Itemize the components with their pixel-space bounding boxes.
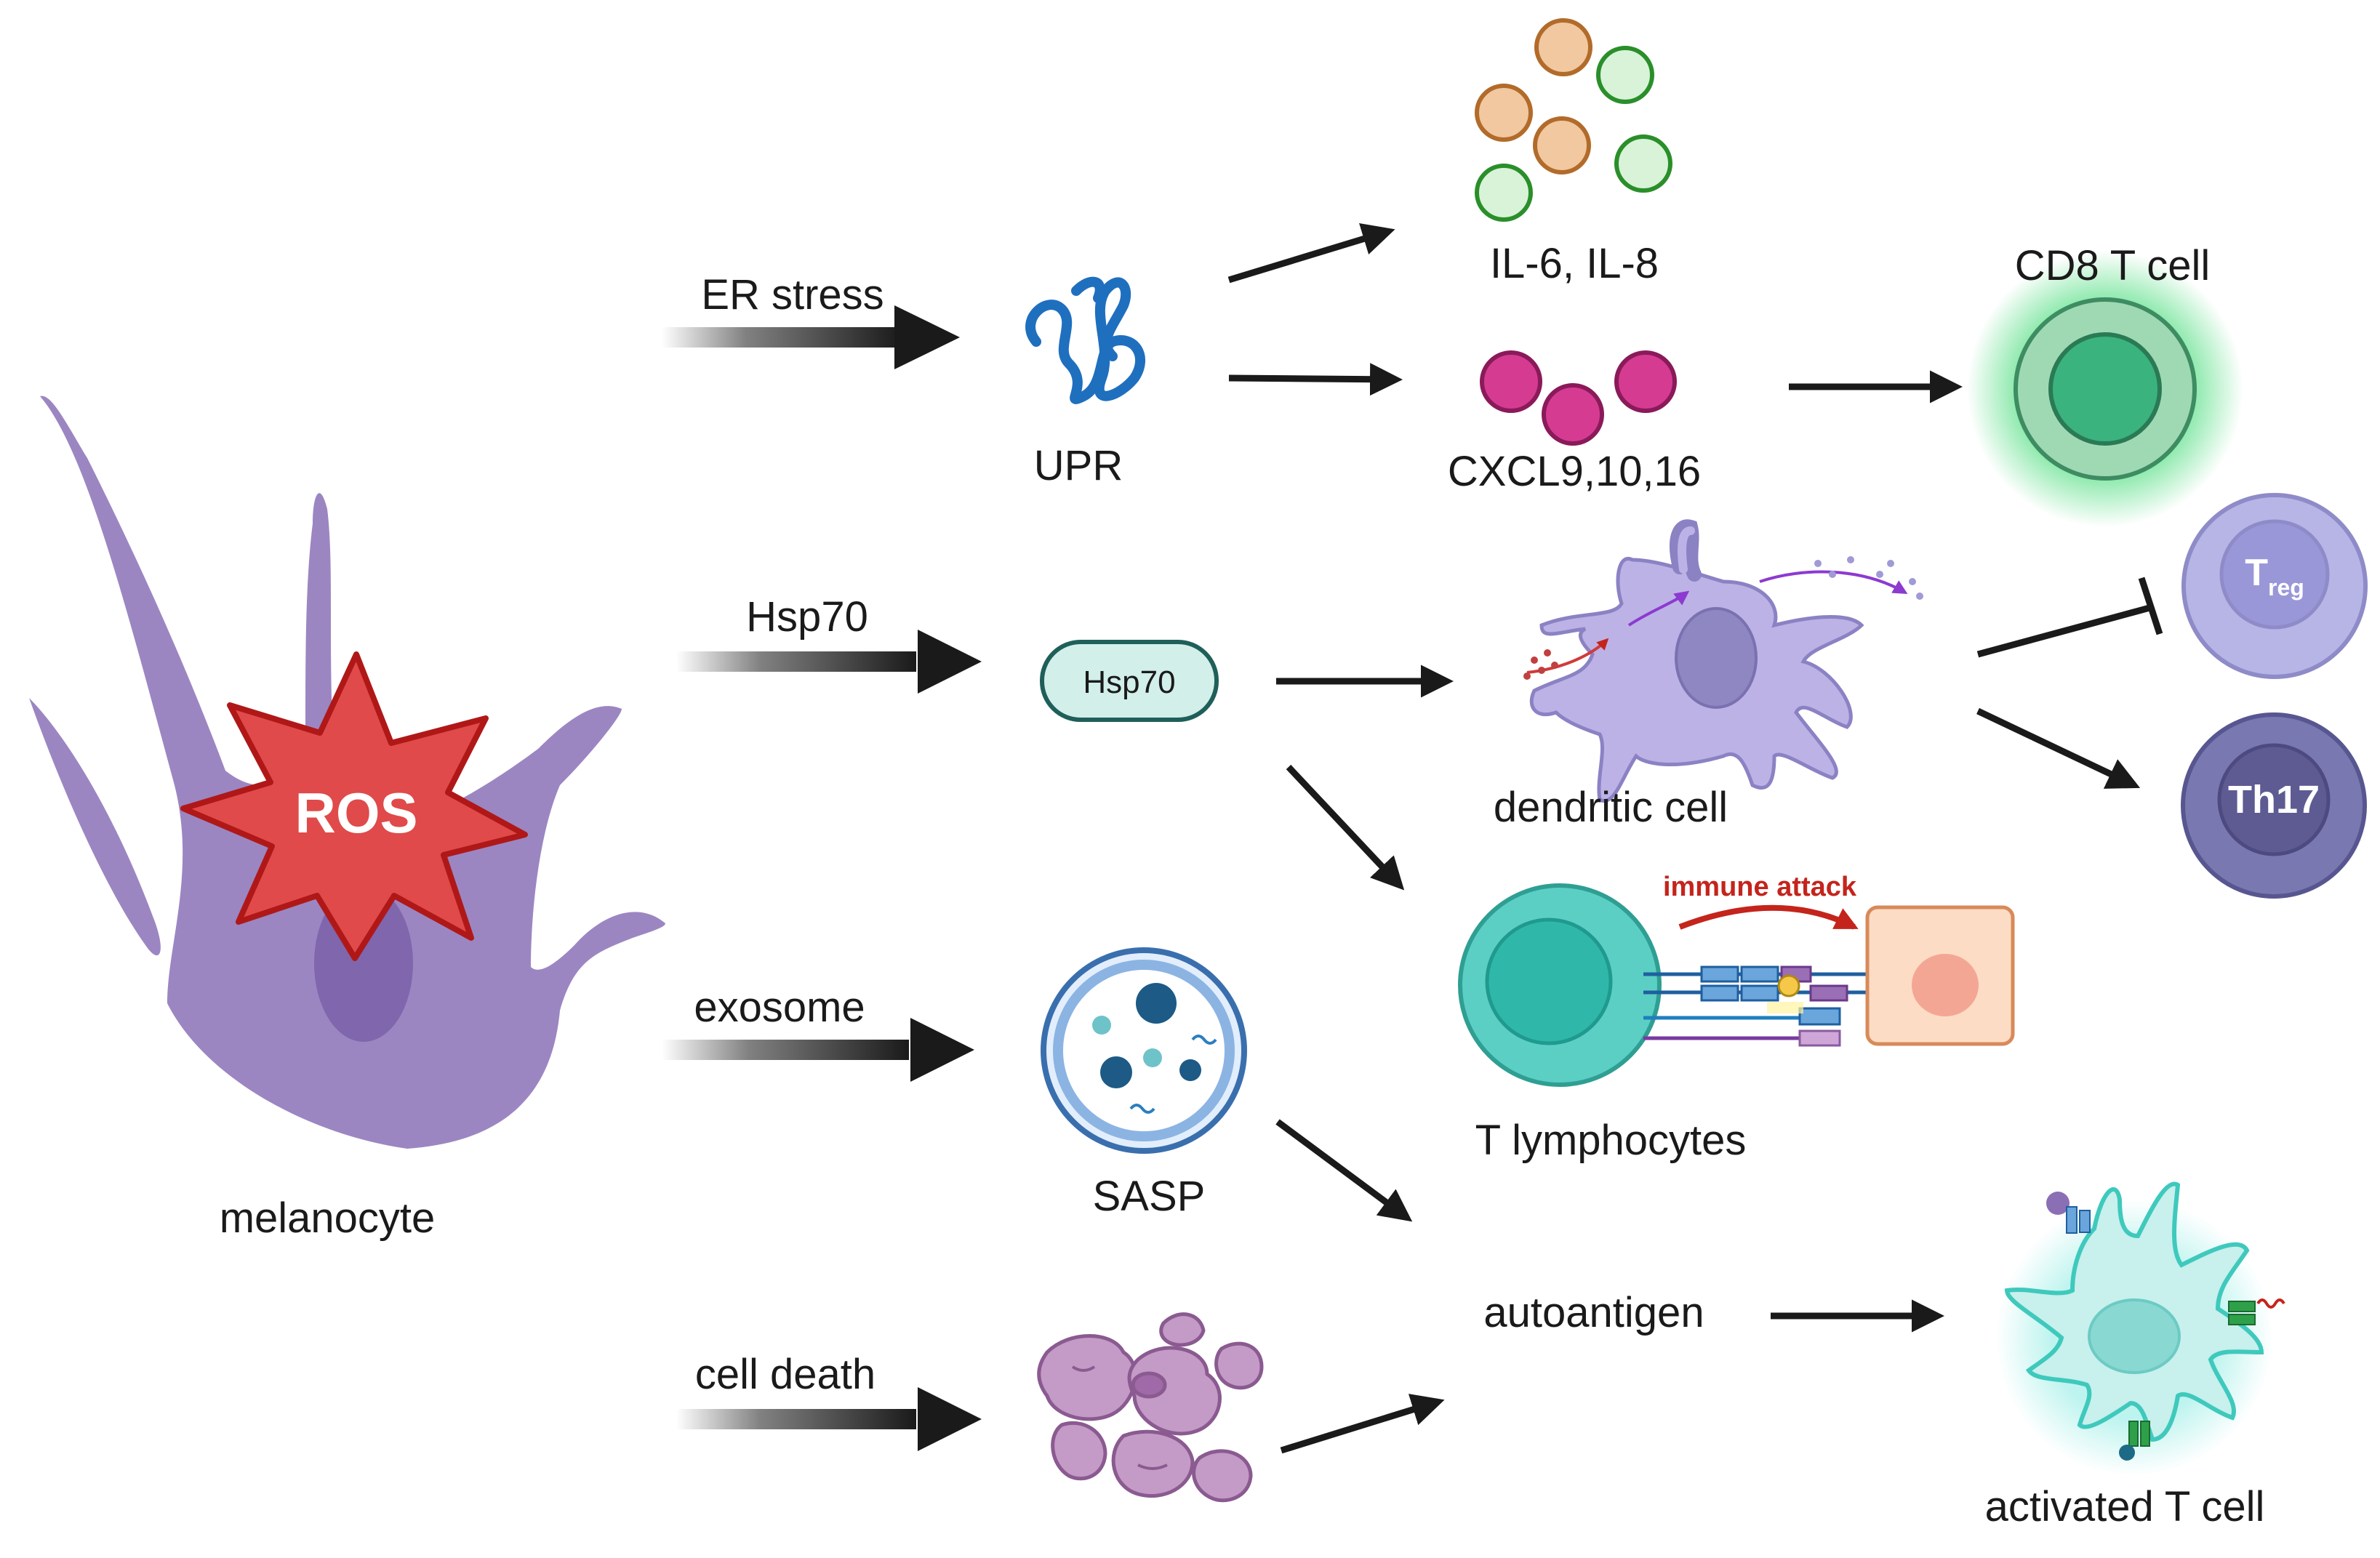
- exosome-label: exosome: [694, 984, 865, 1031]
- autoantigen-label: autoantigen: [1483, 1289, 1704, 1336]
- cd8-label: CD8 T cell: [2015, 242, 2211, 289]
- ros-label: ROS: [295, 781, 417, 845]
- il-label: IL-6, IL-8: [1490, 240, 1659, 287]
- arrow-hsp70-to-tlymph: [1286, 764, 1405, 891]
- arrow-debris-to-autoantigen: [1280, 1394, 1445, 1454]
- treg-sub-label: reg: [2268, 574, 2304, 601]
- treg-cell: Treg: [2181, 493, 2368, 679]
- cell-death-label: cell death: [695, 1351, 876, 1398]
- arrow-sasp-to-autoantigen: [1275, 1119, 1413, 1222]
- arrow-dendritic-to-th17: [1976, 707, 2141, 789]
- hsp70-pathway-label: Hsp70: [746, 593, 868, 641]
- target-cell: [1865, 905, 2015, 1046]
- arrow-upr-to-il: [1227, 222, 1395, 284]
- hsp70-badge-label: Hsp70: [1083, 664, 1175, 700]
- activated-t-cell: [1996, 1181, 2285, 1476]
- dendritic-cell-icon: [1523, 519, 1923, 803]
- cxcl-chemokine-cluster: [1480, 350, 1677, 446]
- immunological-synapse: [1643, 965, 1905, 1047]
- treg-main-label: T: [2245, 552, 2268, 594]
- dendritic-label: dendritic cell: [1494, 784, 1728, 831]
- cd8-t-cell: [1967, 251, 2243, 527]
- sasp-label: SASP: [1093, 1173, 1206, 1220]
- activated-t-cell-label: activated T cell: [1985, 1483, 2265, 1530]
- immune-attack-label: immune attack: [1663, 872, 1857, 902]
- th17-label: Th17: [2228, 778, 2320, 822]
- melanocyte-label: melanocyte: [220, 1194, 436, 1242]
- t-cell-icon: [1458, 883, 1662, 1087]
- hsp70-badge: Hsp70: [1040, 640, 1219, 722]
- pathway-arrow-hsp70: [676, 630, 982, 694]
- er-stress-label: ER stress: [701, 271, 884, 318]
- pathway-arrow-cell-death: [676, 1387, 982, 1451]
- cxcl-label: CXCL9,10,16: [1448, 448, 1701, 495]
- arrow-upr-to-cxcl: [1228, 363, 1403, 396]
- starburst-icon: ROS: [180, 651, 528, 961]
- inhibit-dendritic-to-treg: [1976, 577, 2163, 658]
- dendritic-nucleus: [1675, 607, 1758, 709]
- immune-attack-arrow: [1678, 904, 1859, 930]
- il-cytokine-cluster: [1475, 18, 1672, 222]
- svg-text:Treg: Treg: [2245, 552, 2304, 601]
- pathway-arrow-er-stress: [662, 305, 960, 369]
- debris-icon: [1037, 1312, 1264, 1503]
- pathway-arrow-exosome: [662, 1018, 974, 1082]
- vesicle-icon: [1041, 947, 1247, 1154]
- th17-cell: Th17: [2181, 712, 2367, 899]
- t-lymphocytes-label: T lymphocytes: [1475, 1117, 1747, 1164]
- upr-label: UPR: [1034, 442, 1123, 489]
- protein-icon: [1025, 276, 1146, 404]
